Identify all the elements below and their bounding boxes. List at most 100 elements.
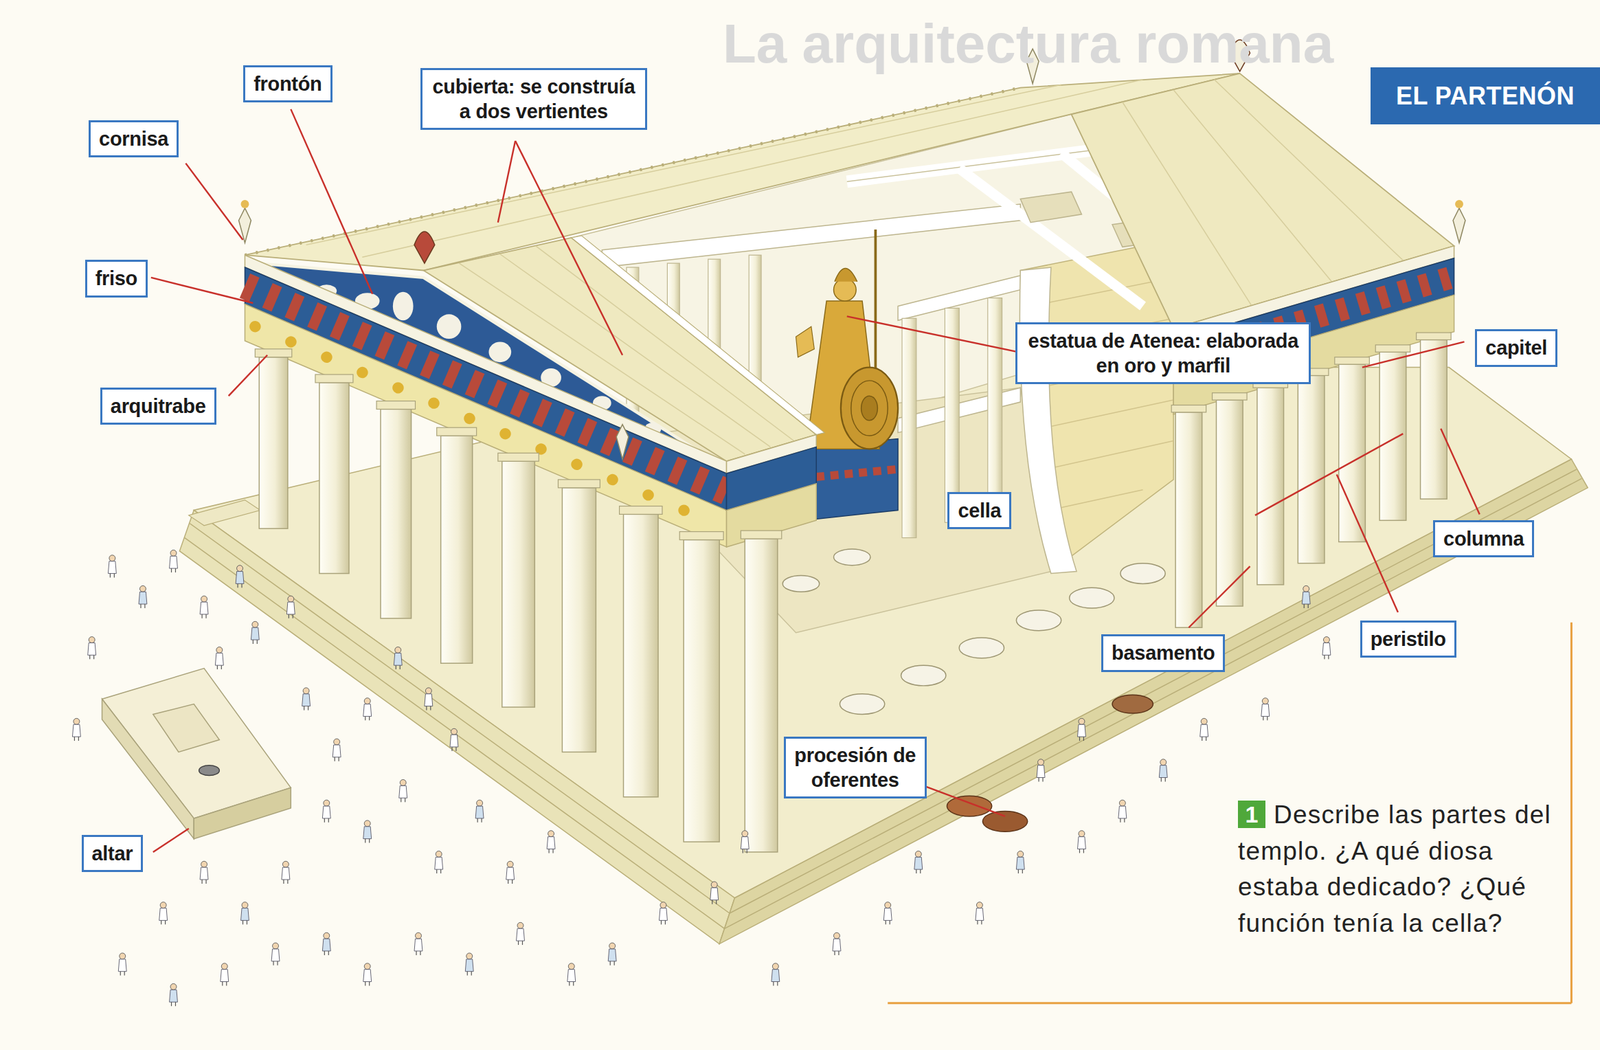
leader-lines — [923, 785, 1006, 817]
part-label: cubierta: se construía a dos vertientes — [420, 68, 648, 131]
crowd — [107, 555, 117, 578]
crowd — [1036, 759, 1045, 782]
crowd — [235, 565, 244, 589]
columns — [380, 408, 412, 618]
callout-number: 1 — [1237, 800, 1266, 828]
athena-statue — [834, 268, 858, 282]
columns — [557, 479, 600, 488]
acroteria — [616, 424, 629, 459]
part-label: friso — [85, 259, 148, 297]
athena-statue — [796, 326, 815, 358]
column-drums — [834, 548, 871, 566]
columns — [744, 538, 778, 852]
crowd — [302, 687, 311, 711]
crowd — [281, 860, 290, 884]
columns — [1375, 344, 1411, 352]
cella-interior — [1019, 267, 1077, 573]
crowd — [363, 820, 372, 843]
crowd — [286, 595, 295, 619]
cella-interior — [1020, 191, 1082, 223]
part-label: frontón — [243, 65, 332, 103]
crowd — [740, 830, 749, 854]
entablature — [436, 313, 462, 339]
altar — [193, 787, 291, 839]
crowd — [199, 860, 209, 884]
columns — [254, 332, 1451, 852]
crowd — [1200, 717, 1209, 741]
crowd — [506, 860, 515, 884]
column-drums — [959, 637, 1004, 659]
label-text: procesión de oferentes — [794, 742, 917, 793]
roof — [571, 235, 825, 435]
crowd — [399, 779, 408, 802]
crowd — [1077, 717, 1087, 741]
part-label: procesión de oferentes — [783, 736, 927, 799]
crowd — [138, 585, 148, 608]
leader-lines — [228, 355, 268, 396]
entablature — [726, 483, 817, 547]
roof — [306, 84, 1062, 245]
columns — [1416, 332, 1452, 340]
exercise-frame — [1570, 622, 1573, 1004]
crowd — [322, 932, 331, 955]
column-drums — [901, 665, 946, 686]
label-text: peristilo — [1370, 626, 1447, 652]
columns — [502, 460, 536, 707]
oxen — [946, 694, 1153, 832]
crowd — [1077, 830, 1087, 854]
steps — [188, 500, 261, 526]
part-label: altar — [81, 834, 144, 872]
crowd — [87, 636, 97, 660]
leader-lines — [1440, 428, 1480, 515]
crowd — [72, 717, 81, 741]
crowd — [1118, 799, 1127, 823]
columns — [1297, 375, 1325, 563]
crowd — [363, 963, 372, 986]
athena-statue — [861, 395, 878, 421]
exercise-frame — [887, 1001, 1572, 1004]
crowd — [220, 963, 229, 986]
part-label: basamento — [1101, 634, 1225, 672]
crowd — [659, 902, 668, 925]
crowd — [118, 952, 127, 976]
leader-lines — [1362, 341, 1465, 367]
columns — [1420, 339, 1448, 499]
columns — [376, 401, 415, 410]
columns — [740, 530, 782, 539]
oxen — [946, 795, 992, 817]
steps — [179, 367, 1588, 944]
label-text: capitel — [1485, 335, 1548, 360]
crowd — [516, 921, 525, 945]
crowd — [710, 881, 719, 905]
crowd — [169, 549, 178, 573]
crowd — [914, 850, 923, 874]
crowd — [215, 646, 224, 670]
label-text: frontón — [253, 71, 322, 97]
roof — [1122, 101, 1256, 311]
title-band: EL PARTENÓN — [1370, 67, 1600, 125]
altar — [102, 668, 292, 839]
athena-statue — [834, 278, 857, 301]
columns — [619, 506, 663, 515]
leader-lines — [498, 140, 516, 223]
part-label: columna — [1433, 520, 1535, 558]
entablature — [392, 291, 414, 321]
columns — [1379, 351, 1407, 521]
label-text: arquitrabe — [110, 393, 207, 419]
column-drums — [1069, 587, 1115, 608]
crowd — [449, 728, 459, 751]
entablature — [244, 267, 727, 510]
part-label: arquitrabe — [100, 387, 217, 425]
cella-interior — [944, 307, 960, 523]
leader-lines — [1336, 474, 1399, 612]
leader-lines — [847, 316, 1019, 352]
crowd — [567, 963, 576, 986]
athena-statue — [851, 380, 888, 436]
crowd — [322, 799, 331, 823]
label-text: cubierta: se construía a dos vertientes — [430, 74, 637, 125]
crowd — [393, 646, 402, 670]
cella-interior — [987, 298, 1003, 507]
column-drums — [1016, 610, 1061, 631]
columns — [683, 539, 720, 843]
crowd — [546, 830, 556, 854]
